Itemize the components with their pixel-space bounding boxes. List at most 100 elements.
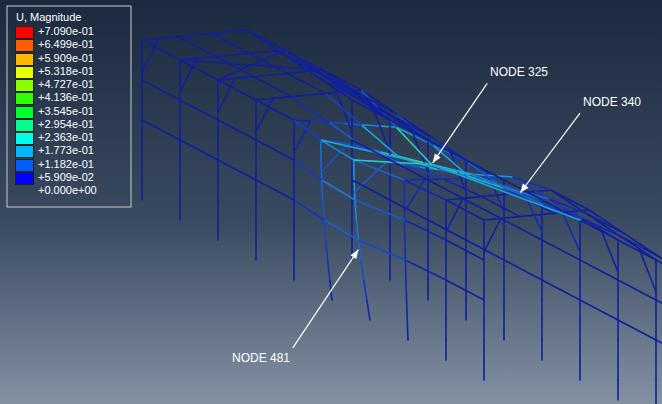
- frame-member: [180, 58, 197, 92]
- frame-member: [504, 260, 542, 280]
- frame-member: [198, 57, 216, 59]
- frame-member: [404, 180, 446, 200]
- frame-member: [427, 220, 429, 240]
- frame-member: [428, 180, 466, 200]
- frame-member: [582, 219, 620, 237]
- frame-member: [656, 260, 662, 280]
- legend-swatch: [15, 53, 34, 66]
- frame-member: [445, 280, 447, 300]
- frame-member: [427, 280, 429, 300]
- frame-member: [351, 160, 353, 180]
- frame-member: [179, 100, 181, 120]
- frame-member: [483, 320, 485, 340]
- frame-member: [255, 200, 257, 220]
- frame-member: [322, 180, 323, 200]
- frame-member: [428, 220, 466, 240]
- frame-member: [359, 240, 406, 260]
- frame-member: [217, 180, 219, 200]
- frame-member: [541, 320, 543, 340]
- frame-member: [481, 195, 499, 197]
- legend-swatch: [15, 132, 34, 145]
- leader-arrowhead: [350, 250, 358, 259]
- frame-member: [142, 40, 180, 60]
- frame-member: [427, 240, 429, 260]
- frame-member: [389, 200, 391, 220]
- frame-member: [655, 320, 657, 340]
- frame-member: [311, 121, 328, 122]
- frame-member: [656, 300, 662, 320]
- frame-member: [466, 160, 504, 180]
- leader-lines: [293, 83, 580, 348]
- legend-value: +5.909e-02: [38, 171, 94, 183]
- frame-member: [255, 240, 257, 260]
- frame-member: [446, 200, 484, 220]
- frame-member: [254, 77, 292, 97]
- leader-arrowhead: [520, 183, 528, 192]
- frame-member: [217, 160, 219, 180]
- frame-member: [504, 220, 542, 240]
- frame-member: [483, 300, 485, 320]
- frame-member: [351, 140, 353, 160]
- frame-member: [323, 200, 324, 220]
- frame-member: [362, 125, 398, 156]
- node-callout: NODE 340: [583, 96, 641, 109]
- frame-member: [218, 160, 256, 180]
- frame-member: [255, 220, 257, 240]
- frame-member: [255, 140, 257, 160]
- legend-title: U, Magnitude: [16, 11, 81, 23]
- frame-member: [180, 140, 218, 160]
- frame-member: [579, 260, 581, 280]
- frame-member: [655, 380, 657, 400]
- frame-member: [335, 89, 352, 132]
- frame-member: [427, 200, 429, 220]
- frame-member: [541, 260, 543, 280]
- frame-member: [406, 300, 408, 320]
- frame-members: [142, 30, 662, 404]
- frame-member: [405, 260, 446, 280]
- frame-member: [445, 320, 447, 340]
- legend-swatch: [15, 106, 34, 119]
- frame-member: [405, 280, 407, 300]
- frame-member: [389, 180, 391, 200]
- frame-member: [179, 120, 181, 140]
- legend-value: +0.000e+00: [38, 184, 97, 196]
- node-callout: NODE 481: [232, 352, 290, 365]
- frame-member: [141, 40, 143, 60]
- frame-member: [325, 93, 361, 124]
- frame-member: [392, 116, 430, 136]
- frame-member: [141, 180, 143, 200]
- frame-member: [253, 75, 271, 77]
- frame-member: [160, 37, 178, 39]
- frame-member: [503, 260, 505, 280]
- frame-member: [445, 300, 447, 320]
- frame-member: [617, 320, 619, 340]
- frame-member: [256, 98, 274, 100]
- frame-member: [293, 180, 295, 200]
- frame-member: [353, 160, 355, 180]
- frame-member: [389, 260, 391, 280]
- frame-member: [292, 97, 329, 123]
- frame-member: [179, 180, 181, 200]
- frame-member: [179, 200, 181, 220]
- frame-member: [617, 360, 619, 380]
- frame-member: [390, 200, 428, 220]
- frame-member: [427, 140, 429, 160]
- frame-member: [142, 120, 180, 140]
- legend-value: +2.954e-01: [38, 118, 94, 130]
- frame-member: [389, 220, 391, 240]
- frame-member: [294, 200, 324, 220]
- frame-member: [256, 140, 294, 160]
- frame-member: [328, 260, 330, 280]
- frame-member: [141, 160, 143, 180]
- frame-member: [503, 280, 505, 300]
- leader: [433, 83, 487, 163]
- frame-member: [617, 380, 619, 400]
- frame-member: [288, 72, 306, 74]
- frame-member: [218, 78, 235, 112]
- frame-member: [483, 260, 485, 280]
- frame-member: [321, 140, 471, 174]
- frame-member: [542, 200, 580, 220]
- frame-member: [537, 213, 555, 215]
- frame-member: [352, 180, 390, 200]
- frame-member: [503, 300, 505, 320]
